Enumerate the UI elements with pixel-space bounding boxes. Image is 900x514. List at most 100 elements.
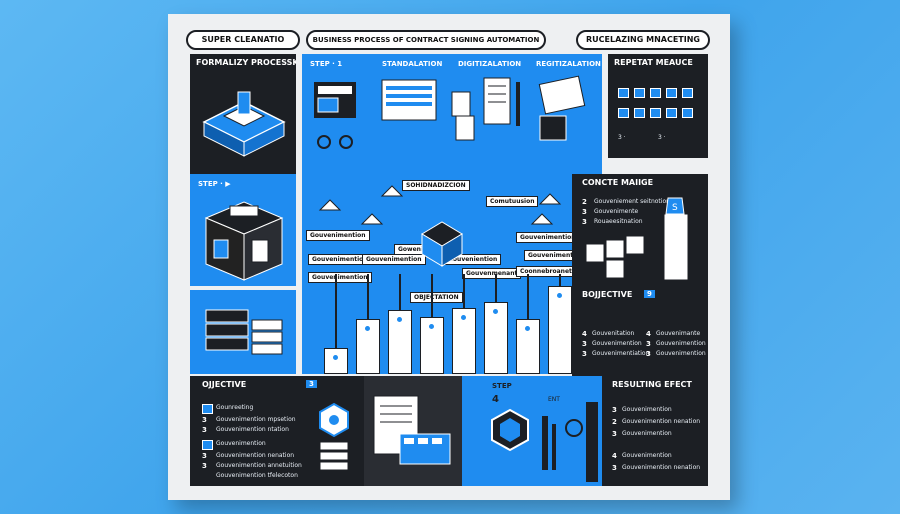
left-step-panel: STEP · ▶ <box>190 174 296 286</box>
objective-badge: 3 <box>306 380 317 388</box>
obj-label: OBJECTATION <box>410 292 463 303</box>
isometric-platform-icon <box>202 91 286 157</box>
objective-item: Gouvenimention mpsetion <box>216 416 296 423</box>
bullet-icon <box>202 404 213 414</box>
connector-dot <box>332 354 339 361</box>
formalize-panel: FORMALIZY PROCESSK <box>190 54 296 174</box>
document-icons-row <box>314 75 586 149</box>
process-tag: Gouvenimention <box>362 254 426 265</box>
resulting-num: 3 <box>612 430 617 438</box>
bojective-num: 3 <box>582 350 587 358</box>
bojective-title: BOJJECTIVE <box>582 290 633 299</box>
bojective-item: Gouvenimention <box>656 340 706 347</box>
document-panel <box>364 376 462 486</box>
objective-item: Gouvenimention ntation <box>216 426 289 433</box>
bojective-panel: BOJJECTIVE 9 4 Gouvenitation 3 Gouvenime… <box>572 286 708 376</box>
connector-line <box>335 274 337 348</box>
objective-num: 3 <box>202 452 207 460</box>
objective-item: Gouvenimention annetuition <box>216 462 302 469</box>
connector-line <box>559 274 561 286</box>
resulting-item: Gouvenimention nenation <box>622 464 701 471</box>
grid-icon <box>650 88 661 98</box>
bojective-num: 3 <box>646 340 651 348</box>
repetat-panel: REPETAT MEAUCE 3 · 3 · <box>608 54 708 158</box>
connector-line <box>495 274 497 302</box>
contract-document-icon <box>373 395 451 465</box>
resulting-item: Gouvenimention <box>622 406 672 413</box>
bottom-step-num: 4 <box>492 394 499 405</box>
objective-num: 3 <box>202 416 207 424</box>
grid-icon <box>650 108 661 118</box>
objective-panel: OJJECTIVE 3 Gounreeting 3 Gouvenimention… <box>190 376 364 486</box>
repetat-title: REPETAT MEAUCE <box>614 58 693 67</box>
grid-icon <box>618 108 629 118</box>
resulting-item: Gouvenimention <box>622 430 672 437</box>
resulting-item: Gouvenimention <box>622 452 672 459</box>
bojective-item: Gouvenimention <box>656 350 706 357</box>
repetat-row1: 3 · <box>618 134 626 141</box>
hexagon-stack-icon <box>319 402 349 471</box>
chart-bar <box>548 286 572 374</box>
process-tag: Gouvenimention <box>308 272 372 283</box>
resulting-panel: RESULTING EFECT 3 Gouvenimention 2 Gouve… <box>602 376 708 486</box>
bojective-num: 4 <box>582 330 587 338</box>
connector-line <box>399 274 401 310</box>
grid-icon <box>682 88 693 98</box>
connector-dot <box>460 314 467 321</box>
bojective-badge: 9 <box>644 290 655 298</box>
connector-dot <box>524 325 531 332</box>
concrete-num: 3 <box>582 208 587 216</box>
objective-title: OJJECTIVE <box>202 380 247 389</box>
resulting-title: RESULTING EFECT <box>612 380 692 389</box>
bojective-item: Gouvenimention <box>592 340 642 347</box>
bojective-item: Gouvenitation <box>592 330 635 337</box>
concrete-item: Rouaeesitnation <box>594 218 643 225</box>
bottom-step-small: ENT <box>548 396 560 403</box>
resulting-num: 3 <box>612 406 617 414</box>
grid-icon <box>634 108 645 118</box>
concrete-num: 2 <box>582 198 587 206</box>
bojective-num: 4 <box>646 330 651 338</box>
objective-item: Gouvenimention nenation <box>216 452 295 459</box>
concrete-item: Gouvenimente <box>594 208 639 215</box>
bojective-num: 3 <box>582 340 587 348</box>
grid-icon <box>634 88 645 98</box>
repetat-row2: 3 · <box>658 134 666 141</box>
standalation-label: STANDALATION <box>382 60 443 68</box>
book-stack-icon <box>205 309 283 355</box>
cube-blocks-icon: S <box>585 197 689 281</box>
process-tag: Gouvenimention <box>306 230 370 241</box>
connector-line <box>367 274 369 319</box>
resulting-num: 2 <box>612 418 617 426</box>
resulting-num: 4 <box>612 452 617 460</box>
bottom-step-label: STEP <box>492 382 512 390</box>
grid-icon <box>618 88 629 98</box>
header-right-pill: RUCELAZING MNACETING <box>576 30 710 50</box>
objective-num: 3 <box>202 462 207 470</box>
connector-line <box>431 274 433 317</box>
step1-label: STEP · 1 <box>310 60 343 68</box>
objective-num: 3 <box>202 426 207 434</box>
bojective-item: Gouvenimentiation <box>592 350 650 357</box>
connector-dot <box>364 325 371 332</box>
bottom-step-panel: STEP 4 ENT <box>462 376 602 486</box>
concrete-num: 3 <box>582 218 587 226</box>
concrete-panel: CONCTE MAIIGE 2 Gouveniement seitnotion … <box>572 174 708 292</box>
grid-icon <box>666 88 677 98</box>
registration-label: REGITIZALATION <box>536 60 601 68</box>
header-title-pill: BUSINESS PROCESS OF CONTRACT SIGNING AUT… <box>306 30 546 50</box>
chart-bar <box>324 348 348 374</box>
connector-line <box>463 274 465 308</box>
bojective-item: Gouvenimante <box>656 330 701 337</box>
hexagon-chip-icon <box>491 402 598 482</box>
svg-text:S: S <box>672 203 678 213</box>
resulting-item: Gouvenimention nenation <box>622 418 701 425</box>
concrete-item: Gouveniement seitnotion <box>594 198 670 205</box>
connector-dot <box>556 292 563 299</box>
concrete-title: CONCTE MAIIGE <box>582 178 654 187</box>
connector-dot <box>492 308 499 315</box>
header-left-pill: SUPER CLEANATIO <box>186 30 300 50</box>
grid-icon <box>682 108 693 118</box>
left-step-label: STEP · ▶ <box>198 180 231 188</box>
sub-label: SOHIDNADIZCION <box>402 180 470 191</box>
